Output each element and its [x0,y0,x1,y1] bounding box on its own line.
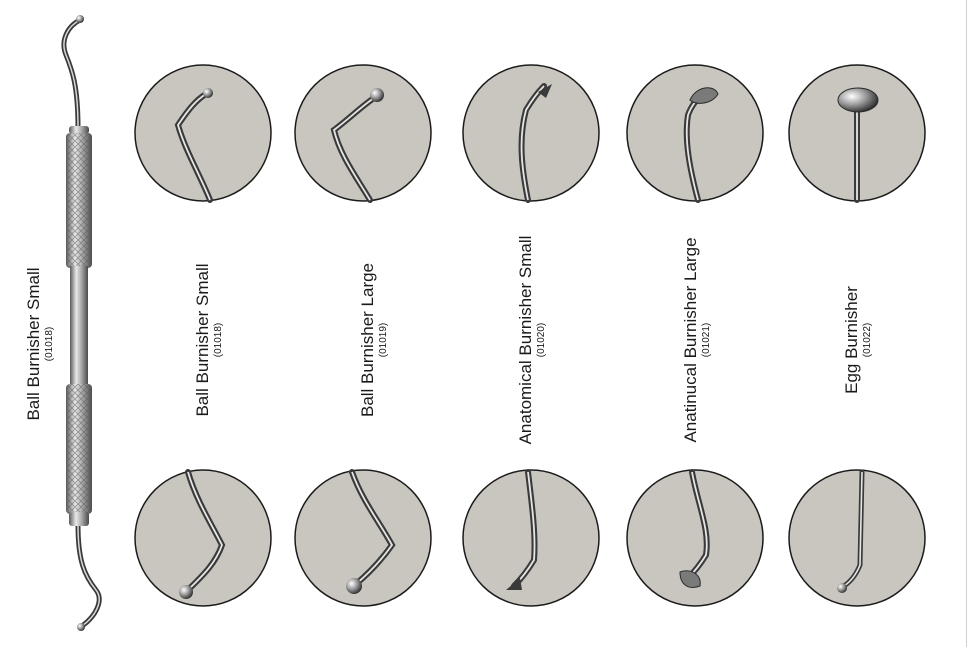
product-code: (01022) [862,322,873,358]
product-name: Ball Burnisher Small [193,263,212,417]
product-name: Anatomical Burnisher Small [516,235,535,445]
detail-anatomical-small-top [462,64,600,203]
main-instrument-name: Ball Burnisher Small [24,267,43,421]
product-code: (01019) [378,322,389,358]
product-label-anatomical-large: Anatinucal Burnisher Large (01021) [681,200,721,480]
product-code: (01018) [213,322,224,358]
main-instrument-code: (01018) [44,326,55,362]
product-name: Egg Burnisher [842,286,861,394]
product-label-ball-large: Ball Burnisher Large (01019) [358,230,398,450]
detail-ball-large-bottom [294,469,432,607]
product-code: (01020) [536,322,547,358]
product-name: Anatinucal Burnisher Large [681,237,700,443]
detail-anatomical-large-bottom [626,469,764,607]
main-lower-ball [77,623,85,631]
product-code: (01021) [701,322,712,358]
main-instrument-label: Ball Burnisher Small (01018) [24,244,64,444]
page-edge-divider [966,0,967,647]
product-label-anatomical-small: Anatomical Burnisher Small (01020) [516,200,556,480]
detail-anatomical-small-bottom [462,469,600,607]
detail-ball-large-top [294,64,432,203]
detail-ball-small-bottom [134,469,272,607]
detail-egg-bottom [788,469,926,607]
product-label-egg: Egg Burnisher (01022) [842,240,882,440]
main-instrument-drawing [61,15,102,631]
product-name: Ball Burnisher Large [358,262,377,418]
detail-egg-top [788,64,926,203]
main-handle-shaft [70,266,88,386]
detail-ball-small-top [134,64,272,203]
detail-anatomical-large-top [626,64,764,203]
product-label-ball-small: Ball Burnisher Small (01018) [193,230,233,450]
main-upper-ball [76,15,84,23]
